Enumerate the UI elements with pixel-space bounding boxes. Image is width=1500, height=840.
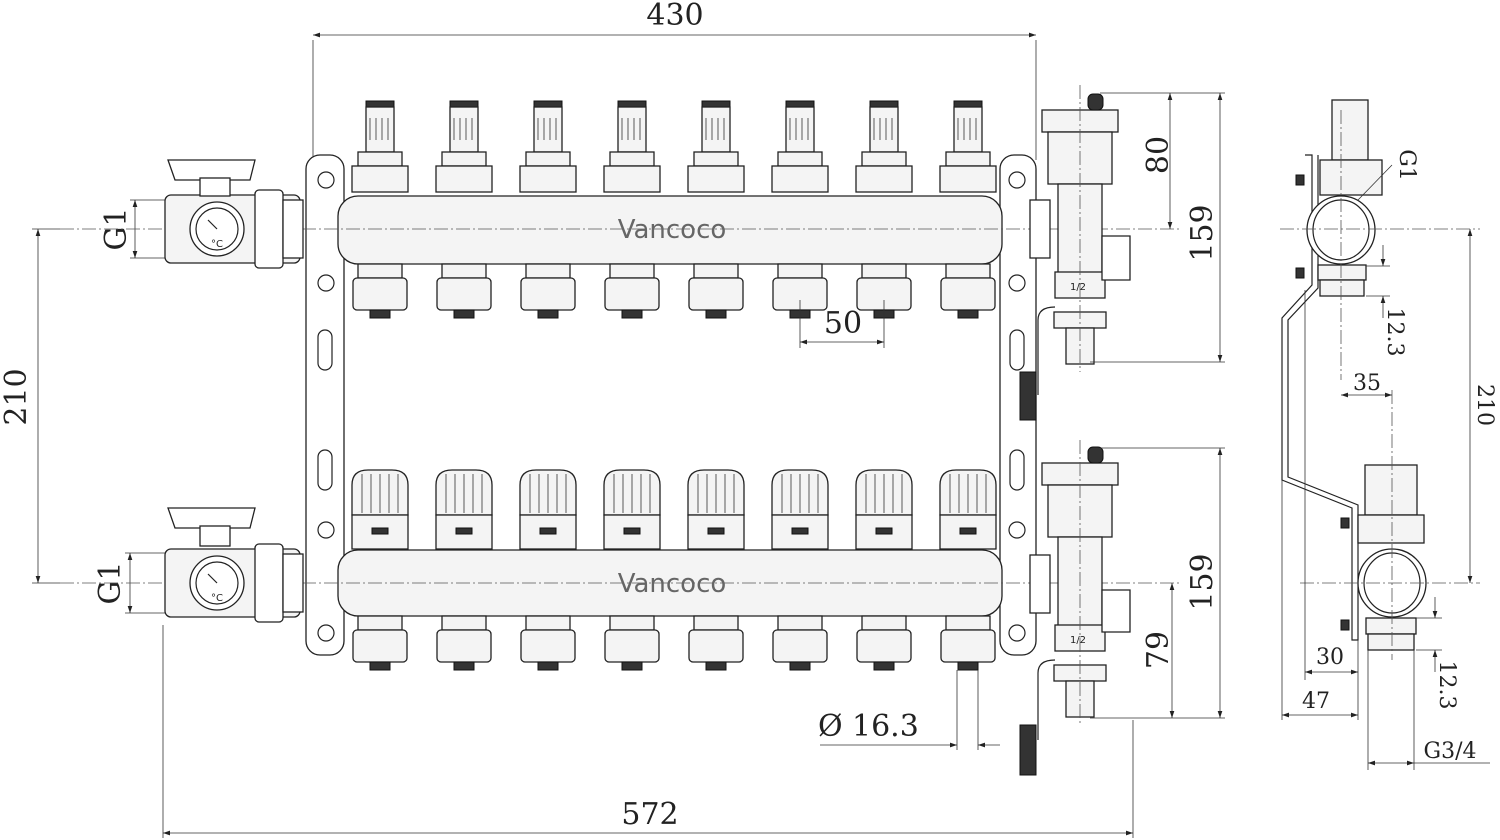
outlet-fitting	[352, 263, 408, 319]
flowmeter	[687, 100, 745, 193]
dimension-label: 572	[621, 797, 678, 832]
dimension-label: G3/4	[1424, 739, 1477, 764]
dimension-80: 80	[1100, 92, 1225, 229]
outlet-fitting	[520, 615, 576, 671]
svg-text:°C: °C	[211, 593, 223, 604]
flowmeter	[603, 100, 661, 193]
dimension-label: 79	[1141, 631, 1176, 669]
valve-cap	[855, 469, 913, 550]
valve-cap	[603, 469, 661, 550]
outlet-4	[603, 100, 661, 671]
outlet-fitting	[604, 615, 660, 671]
outlet-1	[351, 100, 409, 671]
side-view: G1 12.3 35 210 12.3 30 47 G3/4	[1280, 99, 1497, 770]
brand-label: Vancoco	[618, 569, 727, 599]
dimension-label: 159	[1185, 204, 1220, 261]
outlet-5	[687, 100, 745, 671]
outlet-fitting	[940, 263, 996, 319]
outlet-fitting	[436, 615, 492, 671]
outlet-fitting	[856, 615, 912, 671]
dimension-label: 50	[824, 306, 862, 341]
flowmeter	[351, 100, 409, 193]
dimension-label: 210	[1472, 384, 1497, 426]
outlets	[351, 100, 997, 671]
outlet-fitting	[688, 615, 744, 671]
brand-label: Vancoco	[618, 215, 727, 245]
valve-cap	[435, 469, 493, 550]
valve-cap	[351, 469, 409, 550]
valve-size-label: 1/2	[1070, 282, 1086, 293]
dimension-572: 572	[162, 625, 1134, 838]
dimension-430: 430	[312, 0, 1037, 160]
flowmeter	[435, 100, 493, 193]
dimension-50: 50	[799, 300, 885, 348]
dimension-label: 16.3	[852, 709, 919, 744]
outlet-fitting	[688, 263, 744, 319]
dimension-label: 12.3	[1382, 308, 1407, 357]
outlet-fitting	[772, 263, 828, 319]
valve-cap	[771, 469, 829, 550]
dimension-label: 80	[1141, 136, 1176, 174]
dimension-159-bottom: 159	[1090, 447, 1225, 719]
outlet-fitting	[436, 263, 492, 319]
dimension-210: 210	[0, 228, 60, 584]
top-air-vent-drain: 1/2	[1019, 85, 1131, 421]
dimension-label: 30	[1316, 645, 1344, 670]
dimension-label: 210	[0, 368, 34, 425]
dimension-79: 79	[1141, 583, 1176, 718]
dimension-label: 430	[646, 0, 703, 33]
valve-cap	[687, 469, 745, 550]
flowmeter	[855, 100, 913, 193]
outlet-fitting	[352, 615, 408, 671]
diameter-symbol: Ø	[818, 709, 843, 744]
flowmeter	[519, 100, 577, 193]
outlet-fitting	[604, 263, 660, 319]
outlet-fitting	[940, 615, 996, 671]
outlet-8	[939, 100, 997, 671]
svg-text:°C: °C	[211, 239, 223, 250]
outlet-2	[435, 100, 493, 671]
dimension-159-top: 159	[1090, 93, 1225, 363]
dimension-label: 12.3	[1434, 661, 1459, 710]
dimension-label: 159	[1185, 553, 1220, 610]
outlet-fitting	[772, 615, 828, 671]
outlet-6	[771, 100, 829, 671]
flowmeter	[939, 100, 997, 193]
top-inlet-valve: °C	[164, 159, 304, 269]
valve-size-label: 1/2	[1070, 635, 1086, 646]
side-thread-label: G1	[1394, 149, 1419, 181]
outlet-fitting	[520, 263, 576, 319]
outlet-7	[855, 100, 913, 671]
dimension-label: 35	[1353, 371, 1381, 396]
outlet-3	[519, 100, 577, 671]
dimension-diameter-16-3: Ø 16.3	[818, 670, 1000, 750]
valve-cap	[939, 469, 997, 550]
left-bracket	[305, 154, 345, 656]
flowmeter	[771, 100, 829, 193]
bottom-inlet-valve: °C	[164, 507, 304, 623]
valve-cap	[519, 469, 577, 550]
dimension-label: 47	[1302, 689, 1330, 714]
bottom-air-vent-drain: 1/2	[1019, 440, 1131, 776]
